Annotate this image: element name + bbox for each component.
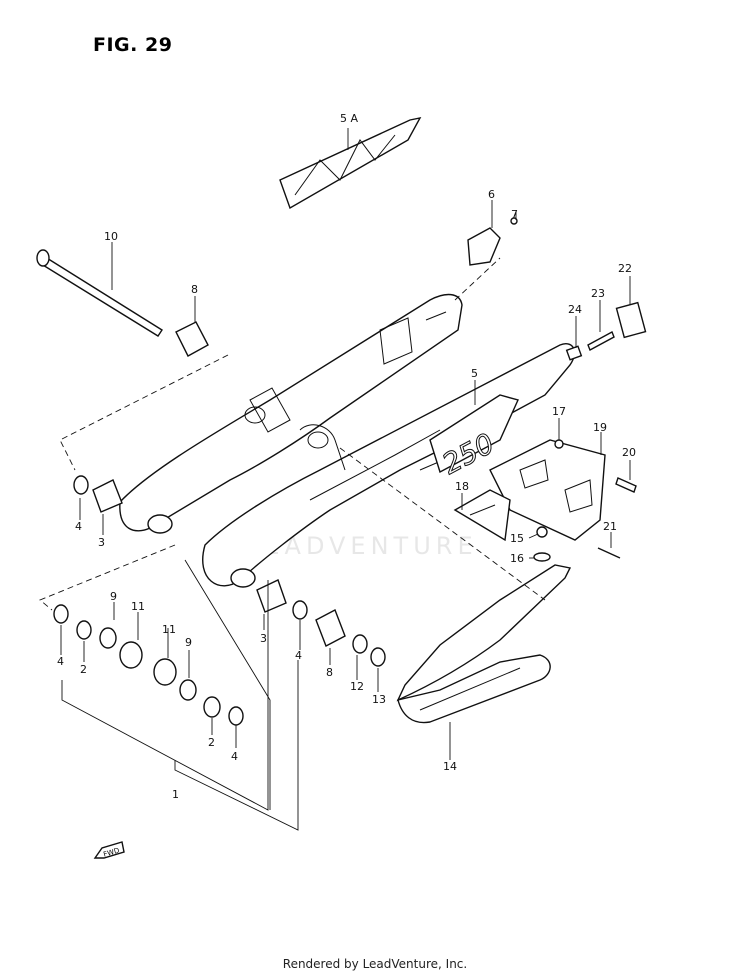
callout: 8 bbox=[326, 666, 333, 679]
chain-buffer-plate bbox=[467, 227, 501, 266]
bolt-15 bbox=[536, 526, 548, 538]
screw-7 bbox=[510, 217, 518, 225]
callout: 4 bbox=[231, 750, 238, 763]
callout: 9 bbox=[185, 636, 192, 649]
forward-arrow-icon: FWD bbox=[93, 841, 125, 859]
callout: 3 bbox=[98, 536, 105, 549]
callout: 24 bbox=[568, 303, 582, 316]
callout: 1 bbox=[172, 788, 179, 801]
pivot-shaft bbox=[36, 249, 163, 337]
callout: 8 bbox=[191, 283, 198, 296]
callout: 12 bbox=[350, 680, 364, 693]
callout: 20 bbox=[622, 446, 636, 459]
callout: 7 bbox=[511, 208, 518, 221]
figure-title: FIG. 29 bbox=[93, 34, 173, 56]
callout: 15 bbox=[510, 532, 524, 545]
decal-5a bbox=[279, 117, 422, 210]
callout: 2 bbox=[80, 663, 87, 676]
nut-24 bbox=[565, 345, 583, 361]
bolt-21 bbox=[597, 547, 621, 559]
callout: 4 bbox=[57, 655, 64, 668]
callout: 22 bbox=[618, 262, 632, 275]
bearing-set-right bbox=[256, 579, 386, 667]
callout: 4 bbox=[75, 520, 82, 533]
bolt-20 bbox=[615, 477, 637, 493]
callout: 11 bbox=[162, 623, 176, 636]
bolt-23 bbox=[587, 331, 615, 351]
callout: 13 bbox=[372, 693, 386, 706]
adjuster-block-22 bbox=[615, 301, 647, 339]
callout: 21 bbox=[603, 520, 617, 533]
callout: 14 bbox=[443, 760, 457, 773]
decal-250: 250 bbox=[429, 394, 519, 481]
chain-guide-bracket bbox=[453, 439, 606, 542]
callout: 4 bbox=[295, 649, 302, 662]
chain-guide bbox=[396, 564, 572, 724]
callout: 3 bbox=[260, 632, 267, 645]
callout: 6 bbox=[488, 188, 495, 201]
callout: 17 bbox=[552, 405, 566, 418]
callout: 2 bbox=[208, 736, 215, 749]
washer-16 bbox=[533, 552, 551, 562]
callout-labels: 5 A 6 7 10 8 22 23 24 5 17 19 20 18 15 1… bbox=[57, 112, 636, 801]
callout: 19 bbox=[593, 421, 607, 434]
callout: 5 A bbox=[340, 112, 358, 125]
callout: 5 bbox=[471, 367, 478, 380]
callout: 9 bbox=[110, 590, 117, 603]
callout: 23 bbox=[591, 287, 605, 300]
callout: 16 bbox=[510, 552, 524, 565]
footer-credit: Rendered by LeadVenture, Inc. bbox=[282, 957, 468, 971]
callout: 10 bbox=[104, 230, 118, 243]
collar-8 bbox=[175, 321, 209, 357]
callout: 11 bbox=[131, 600, 145, 613]
leader-lines bbox=[39, 128, 631, 831]
callout: 18 bbox=[455, 480, 469, 493]
collar-17 bbox=[554, 439, 564, 449]
